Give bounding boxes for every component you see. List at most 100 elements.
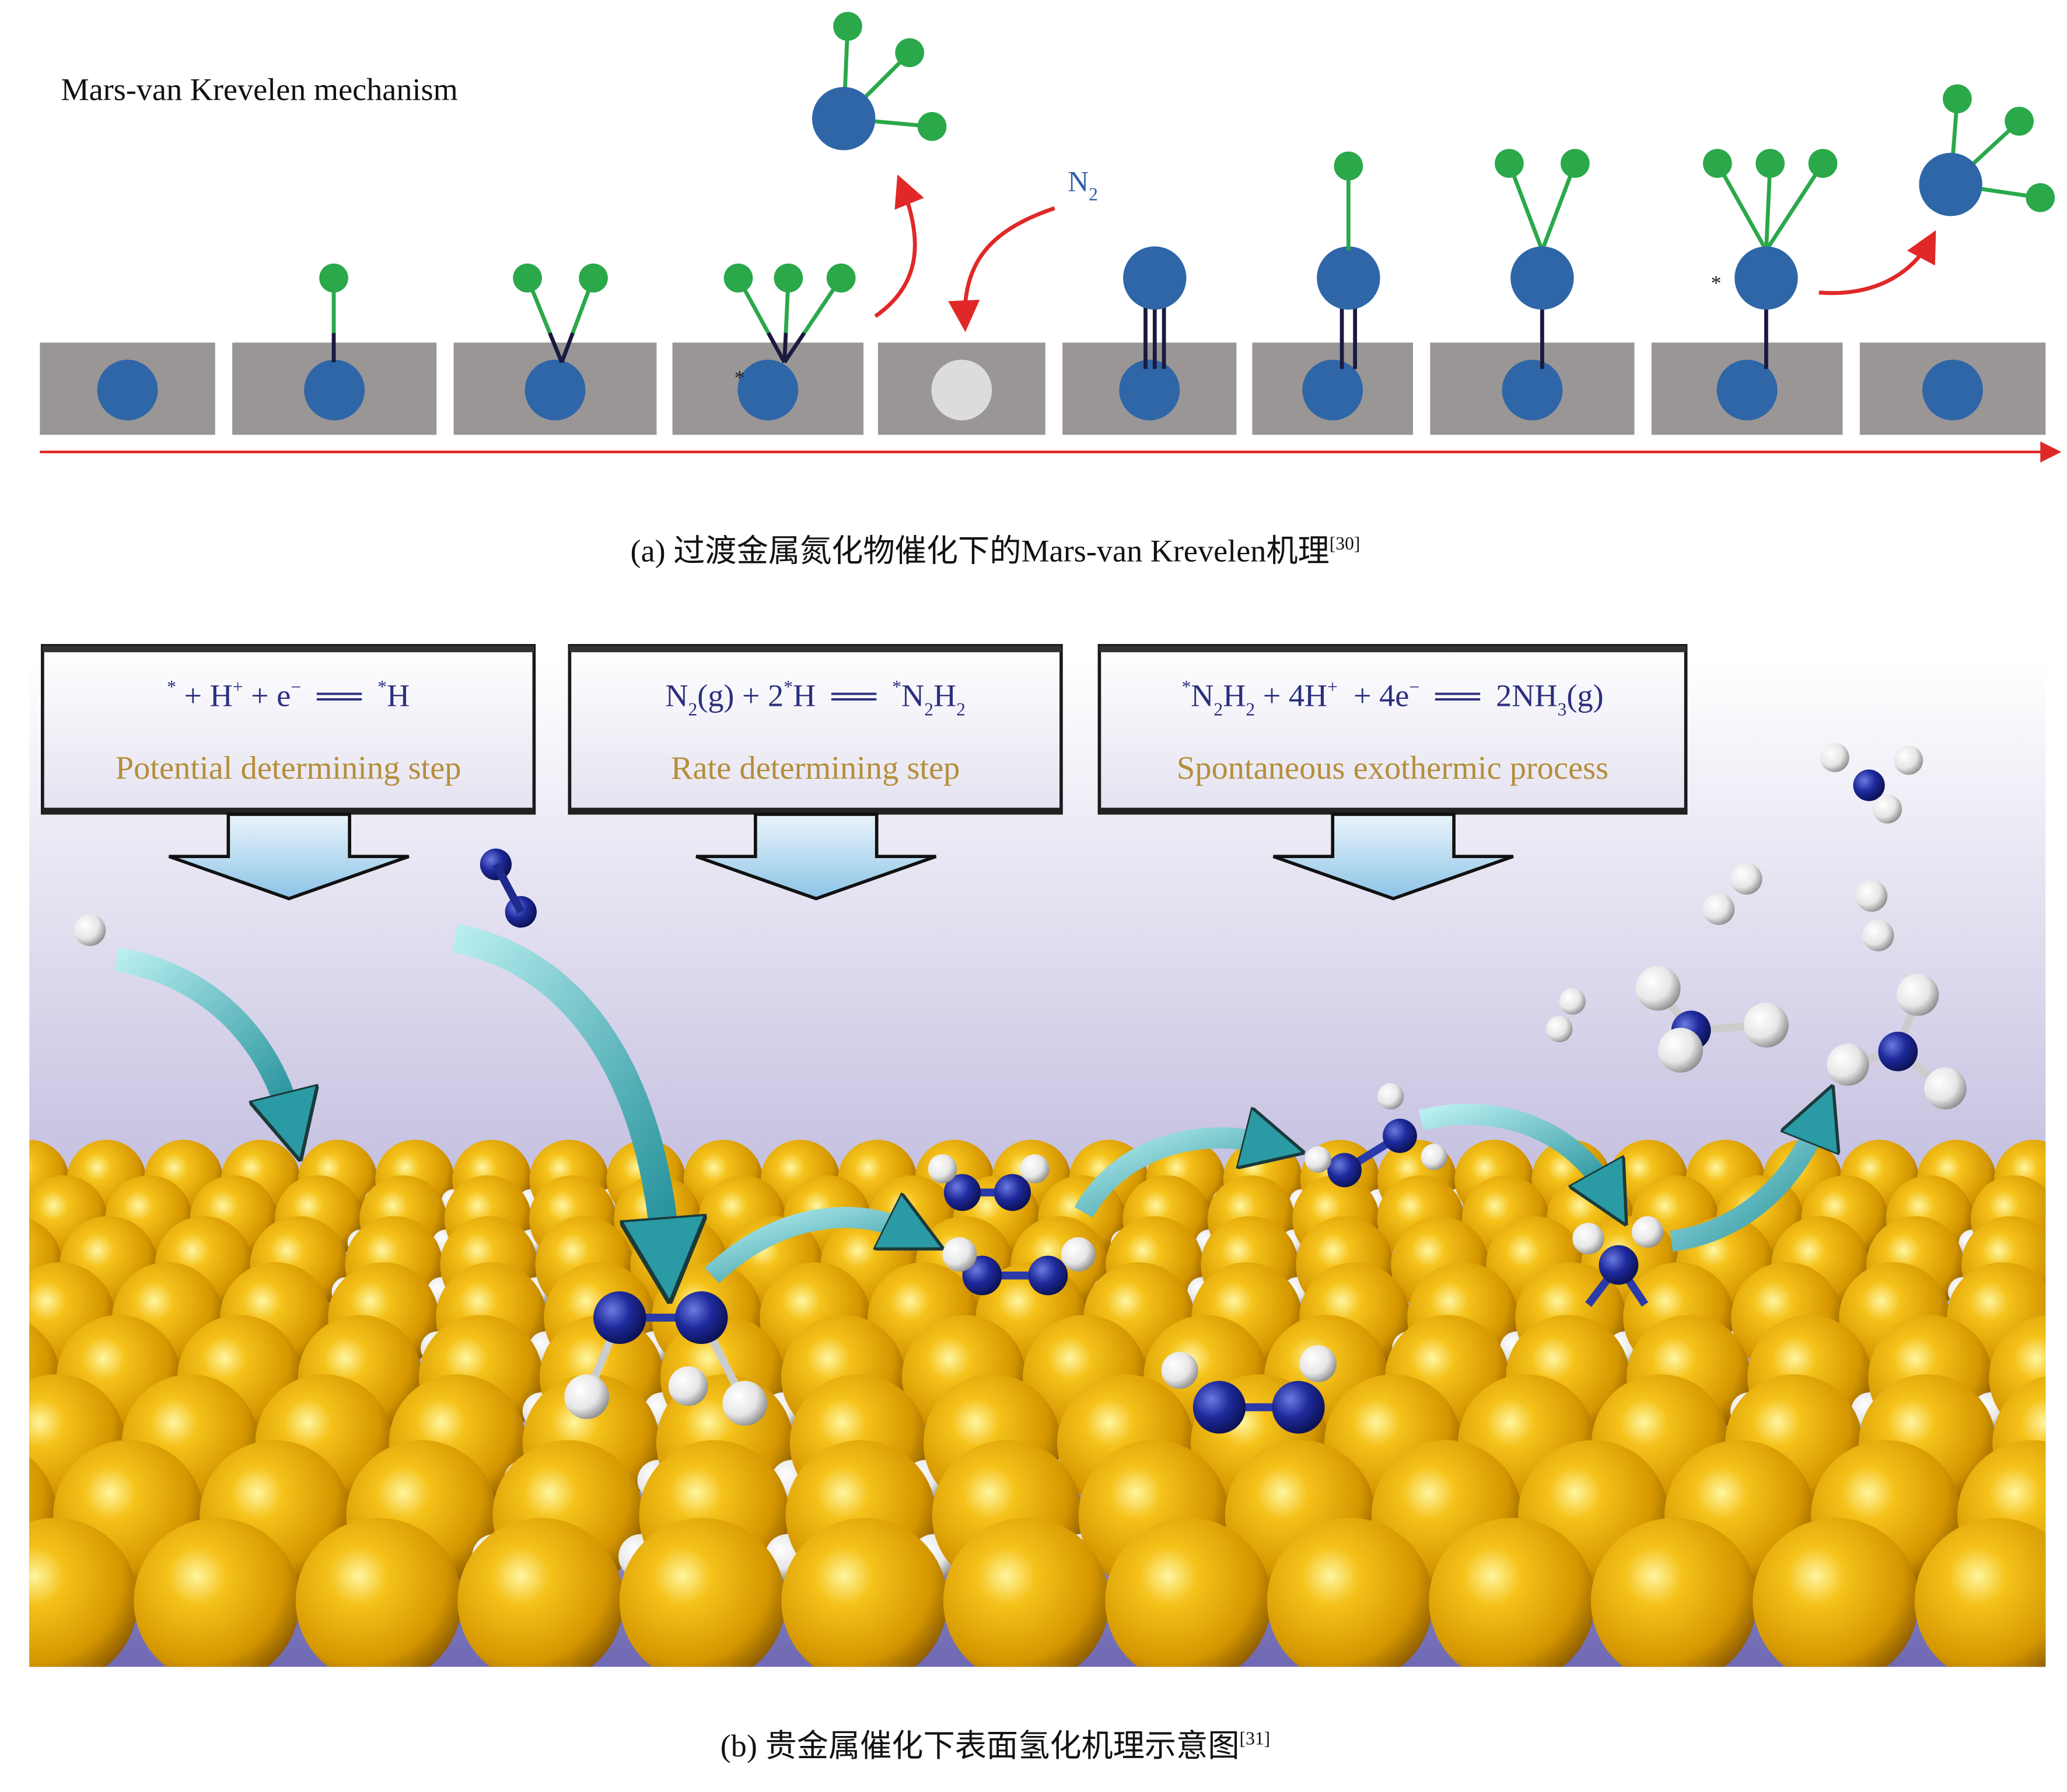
hydrogen-atom: [513, 263, 542, 293]
hydrogen-atom: [1421, 1143, 1447, 1170]
hydrogen-atom: [1377, 1083, 1404, 1110]
gold-atom: [619, 1518, 786, 1667]
bond: [548, 332, 564, 363]
gold-atom: [29, 1518, 138, 1667]
equation-part: (g) + 2: [697, 678, 784, 713]
nitrogen-atom: [1734, 246, 1798, 310]
gold-atom: [1429, 1518, 1595, 1667]
hydrogen-atom: [833, 12, 862, 41]
equation-part: *: [377, 677, 387, 697]
equation-part: 2: [688, 699, 697, 720]
panel-a-title: Mars-van Krevelen mechanism: [61, 72, 457, 107]
hydrogen-atom: [1702, 149, 1732, 178]
nitrogen-atom: [1028, 1255, 1068, 1296]
equation-part: H: [933, 678, 956, 713]
equation-part: H: [387, 678, 410, 713]
down-arrow: [168, 813, 410, 901]
hydrogen-atom: [1862, 919, 1894, 951]
equation-part: 2: [1246, 699, 1255, 720]
step-box-bottom-edge: [569, 807, 1061, 814]
nitrogen-atom: [1878, 1031, 1918, 1072]
hydrogen-atom: [1572, 1223, 1604, 1255]
lattice-nitrogen-atom: [524, 359, 586, 421]
step-box-frame: [568, 644, 1063, 815]
step-box-frame: [41, 644, 536, 815]
hydrogen-atom: [1495, 149, 1524, 178]
hydrogen-atom: [1635, 965, 1681, 1011]
equation-part: +: [233, 677, 243, 697]
equation-part: +: [1327, 677, 1338, 697]
equation-part: H: [1223, 678, 1246, 713]
equation-part: *: [784, 677, 793, 697]
hydrogen-atom: [774, 263, 803, 293]
gold-atom: [0, 1262, 7, 1373]
step-equation: * + H+ + e− ══ *H: [167, 677, 410, 713]
equation-part: (g): [1566, 678, 1603, 713]
hydrogen-atom: [942, 1237, 977, 1272]
gold-atom: [2056, 1216, 2067, 1314]
hydrogen-atom: [1546, 1016, 1573, 1042]
n2-adsorption-arrow: [452, 923, 666, 1252]
adsorbed-hydrogen: [0, 1189, 3, 1213]
step-equation: *N2H2 + 4H+ + 4e− ══ 2NH3(g): [1181, 677, 1603, 719]
nitrogen-atom: [994, 1174, 1031, 1211]
bond: [1764, 163, 1772, 251]
reaction-arrows: [114, 923, 1818, 1283]
hydrogen-atom: [319, 263, 348, 293]
bond: [1540, 162, 1578, 251]
desorption-arrow-2: [1818, 230, 1936, 295]
hydrogen-atom: [1820, 743, 1849, 772]
equation-part: + e: [243, 678, 291, 713]
nitrogen-atom: [1383, 1118, 1417, 1153]
nitrogen-atom: [1599, 1245, 1639, 1285]
hydrogen-atom: [2026, 183, 2055, 212]
nitrogen-atom: [812, 87, 876, 150]
lattice-nitrogen-atom: [1502, 359, 1563, 421]
nitrogen-atom: [1192, 1381, 1246, 1434]
hydrogen-atom: [928, 1154, 957, 1184]
hydrogen-atom: [74, 914, 106, 946]
equation-part: 2: [1213, 699, 1223, 720]
bond: [1764, 162, 1825, 252]
hydrogen-atom: [826, 263, 856, 293]
nitrogen-vacancy: [931, 359, 992, 421]
nitrogen-atom: [1317, 246, 1380, 310]
hydrogen-atom: [1808, 149, 1838, 178]
equation-part: ══ 2NH: [1419, 678, 1557, 713]
hydrogenation-arrow-1: [704, 1217, 910, 1283]
desorption-arrow: [874, 174, 924, 318]
nitrogen-atom: [1510, 246, 1574, 310]
step-box-bottom-edge: [42, 807, 534, 814]
nitrogen-atom: [675, 1291, 728, 1344]
step-equation: N2(g) + 2*H ══ *N2H2: [665, 677, 966, 719]
hydrogen-atom: [1020, 1154, 1050, 1184]
equation-part: 2: [924, 699, 933, 720]
hydrogen-atom: [1827, 1043, 1869, 1086]
bond: [766, 331, 786, 363]
hydrogen-atom: [1755, 149, 1785, 178]
hydrogen-atom: [1894, 746, 1923, 775]
equation-part: −: [291, 677, 301, 697]
hydrogen-atom: [2005, 106, 2034, 136]
panel-a: Mars-van Krevelen mechanism N2 * * (a) 过…: [40, 12, 2062, 568]
hydrogen-atom: [579, 263, 608, 293]
hydrogen-atom: [895, 38, 925, 68]
step-box-top-edge: [569, 645, 1061, 653]
bond: [1715, 162, 1768, 251]
equation-part: 2: [956, 699, 966, 720]
adsorbed-species: [319, 12, 2055, 369]
caption-b: (b) 贵金属催化下表面氢化机理示意图[31]: [721, 1728, 1270, 1763]
gold-atom: [0, 1175, 23, 1262]
active-site-star: *: [1711, 271, 1722, 295]
hydrogen-atom: [917, 112, 947, 141]
step-box: *N2H2 + 4H+ + 4e− ══ 2NH3(g)Spontaneous …: [1097, 644, 1688, 901]
step-label: Spontaneous exothermic process: [1177, 750, 1608, 786]
equation-part: ══: [301, 678, 377, 713]
h-adsorption-arrow: [114, 947, 290, 1120]
nitrogen-atom: [593, 1291, 646, 1344]
nitrogen-atom: [1272, 1381, 1325, 1434]
